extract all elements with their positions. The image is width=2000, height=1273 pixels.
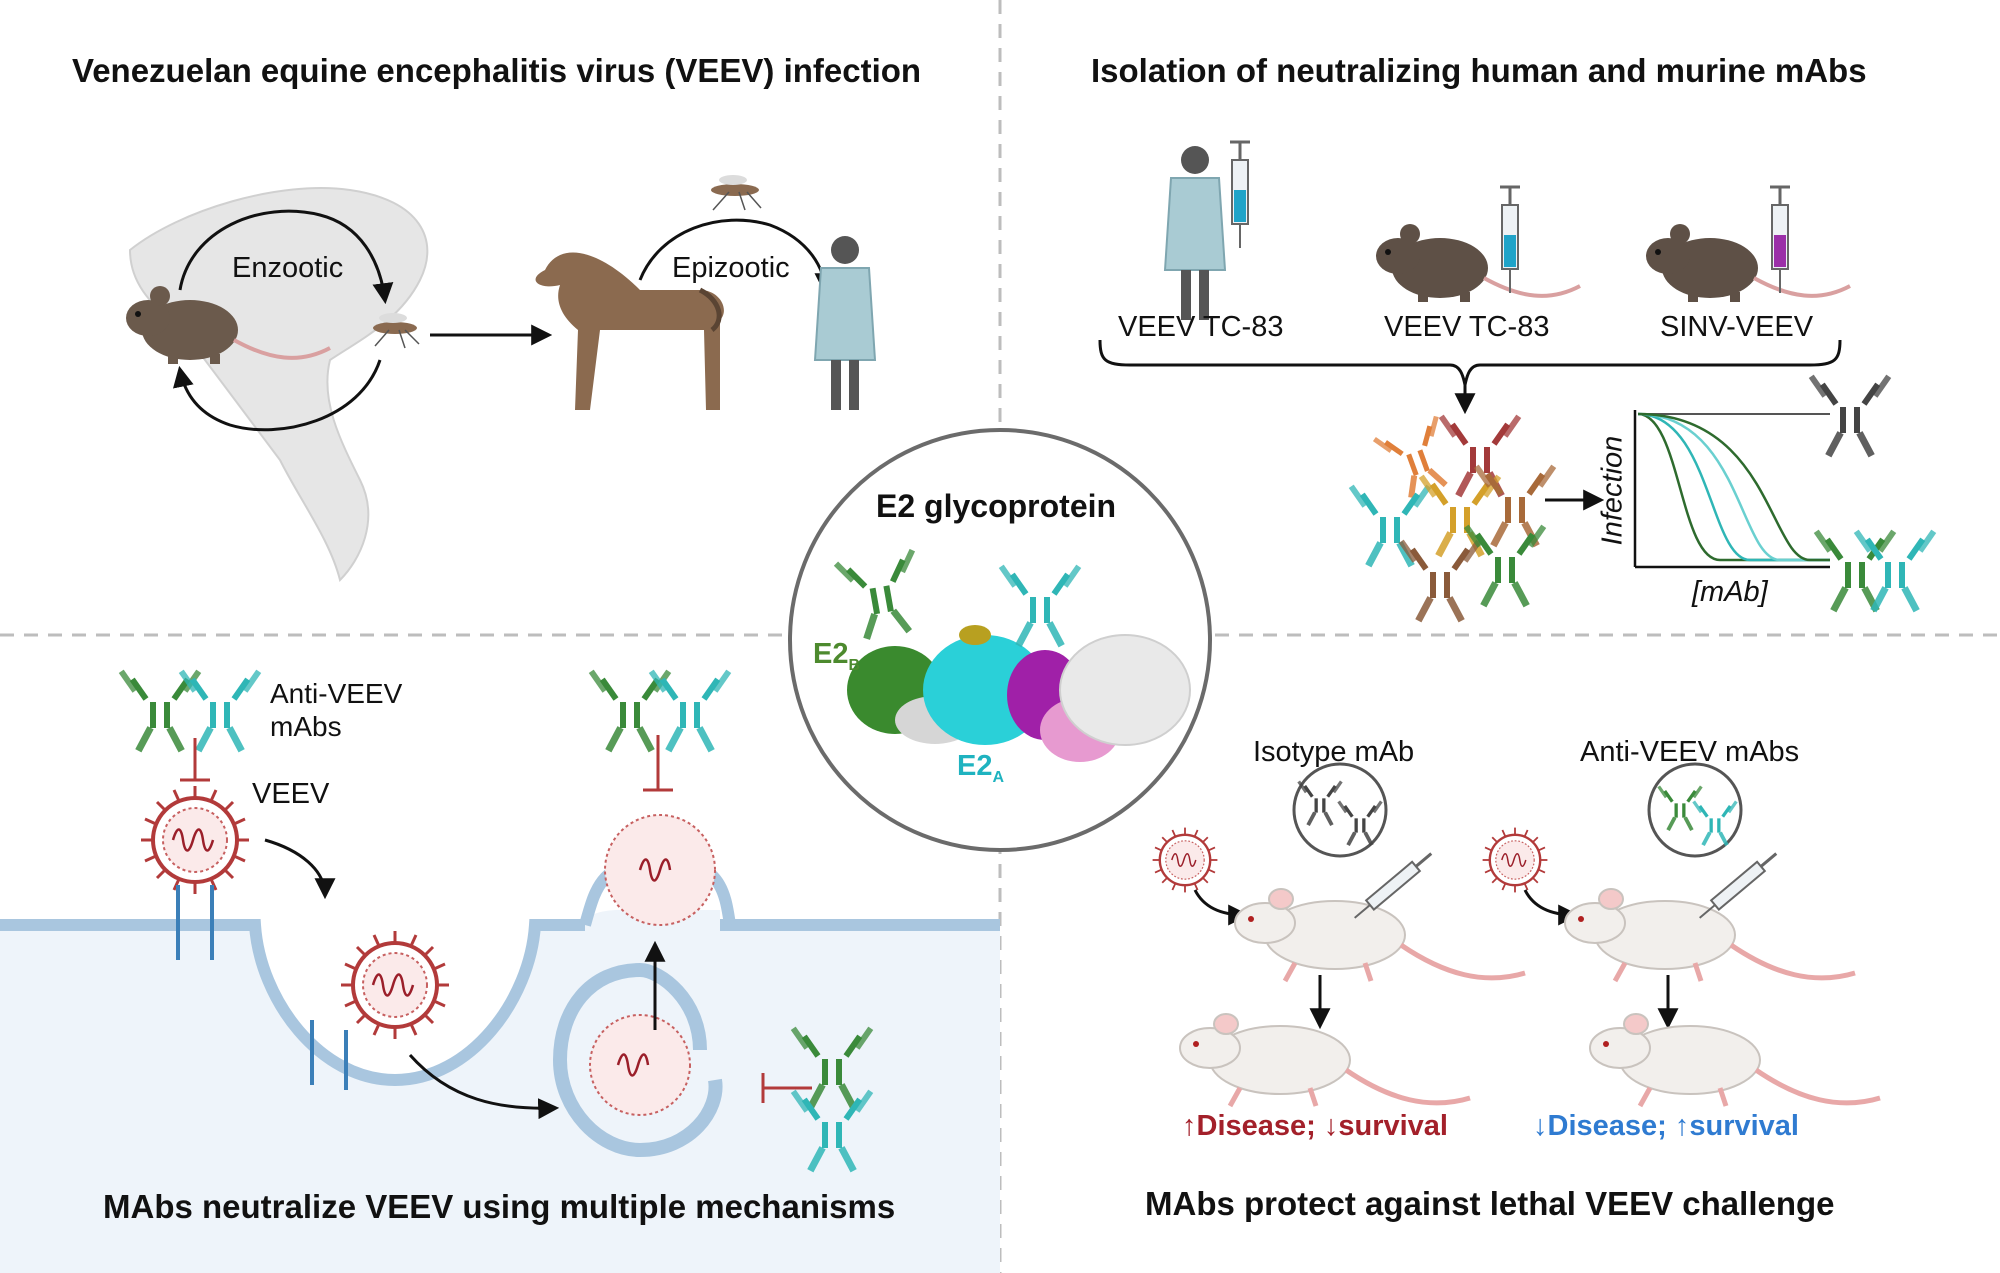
anti-zoom-circle: [1647, 762, 1743, 858]
isotype-mab-label: Isotype mAb: [1253, 736, 1415, 768]
mosquito-icon-1: [373, 313, 420, 349]
panel-title-mechanisms: MAbs neutralize VEEV using multiple mech…: [103, 1188, 896, 1225]
curve-4: [1637, 412, 1830, 562]
curve-3: [1637, 412, 1830, 562]
panel-title-infection: Venezuelan equine encephalitis virus (VE…: [72, 52, 922, 89]
sick-mouse-isotype: [1180, 1014, 1470, 1106]
isotype-zoom-circle: [1292, 762, 1388, 858]
isotype-antibody-icon: [1808, 374, 1892, 458]
enzootic-label: Enzootic: [232, 252, 344, 284]
mouse-icon-tc83: [1374, 222, 1582, 304]
syringe-anti: [1699, 852, 1778, 919]
e2b-label: E2B: [813, 638, 861, 674]
antibody-cluster: [1348, 414, 1557, 623]
neutralizing-antibody-teal-icon: [1853, 529, 1937, 613]
budding-antibody-teal-icon: [648, 669, 732, 753]
enzootic-arrow-bottom: [173, 359, 382, 432]
epizootic-arrow: [638, 218, 836, 295]
challenge-arrow-anti: [1523, 889, 1580, 926]
anti-veev-mabs-protect-label: Anti-VEEV mAbs: [1580, 736, 1800, 768]
e2-protein-surface: [847, 625, 1191, 762]
plot-x-label: [mAb]: [1692, 576, 1768, 608]
panel-title-isolation: Isolation of neutralizing human and muri…: [1091, 52, 1867, 89]
horse-icon: [535, 252, 724, 410]
plot-y-label: Infection: [1596, 435, 1629, 546]
group-label-mouse-sinv: SINV-VEEV: [1660, 311, 1814, 343]
epizootic-label: Epizootic: [672, 252, 790, 284]
enzootic-arrow-top: [178, 209, 394, 305]
endosome-arrow: [408, 1054, 560, 1120]
human-donor-icon: [1164, 145, 1226, 321]
syringe-isotype: [1354, 852, 1433, 919]
entry-arrow: [264, 838, 336, 900]
e2-title: E2 glycoprotein: [876, 488, 1117, 524]
veev-virion-endocytosed: [339, 929, 451, 1041]
group-label-mouse-tc83: VEEV TC-83: [1384, 311, 1550, 343]
curve-1: [1637, 412, 1830, 562]
neutralizing-antibody-green-icon: [1813, 529, 1897, 613]
mosquito-icon-2: [711, 175, 762, 211]
lab-mouse-anti: [1565, 889, 1855, 981]
mouse-icon-sinv: [1644, 222, 1852, 304]
human-patient-icon: [814, 235, 876, 411]
syringe-tc83-mouse: [1498, 185, 1522, 295]
mech-antibody-teal-icon: [178, 669, 262, 753]
challenge-arrow-isotype: [1193, 889, 1250, 926]
cell-membrane: [0, 919, 585, 1087]
receptor-icons: [176, 885, 214, 960]
e2a-label: E2A: [957, 750, 1005, 786]
group-label-human: VEEV TC-83: [1118, 311, 1284, 343]
isotype-outcome-label: ↑Disease; ↓survival: [1182, 1110, 1448, 1142]
challenge-virus-isotype: [1151, 826, 1219, 894]
group-brace: [1098, 339, 1842, 386]
anti-outcome-label: ↓Disease; ↑survival: [1533, 1110, 1799, 1142]
neutralization-plot: [1633, 410, 1830, 569]
syringe-sinv-veev: [1768, 185, 1792, 295]
panel-title-protection: MAbs protect against lethal VEEV challen…: [1145, 1185, 1835, 1222]
budding-virion: [604, 814, 716, 926]
curve-2: [1637, 412, 1830, 562]
syringe-tc83-human: [1228, 140, 1252, 250]
cell-interior: [0, 910, 1000, 1273]
veev-label: VEEV: [252, 778, 330, 810]
challenge-virus-anti: [1481, 826, 1549, 894]
americas-map: [128, 187, 429, 582]
healthy-mouse-anti: [1590, 1014, 1880, 1106]
veev-virion-attached: [139, 784, 251, 896]
